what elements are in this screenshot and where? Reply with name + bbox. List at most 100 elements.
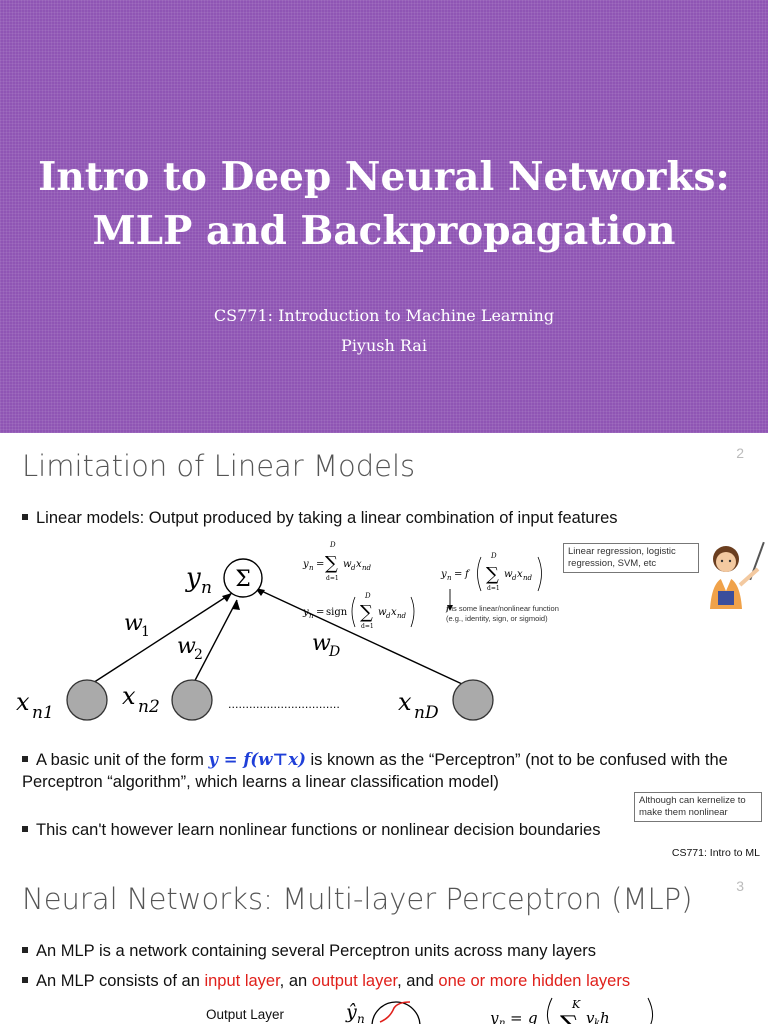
bullet-square bbox=[22, 755, 28, 762]
eq2-w: w bbox=[378, 607, 387, 618]
page-number: 3 bbox=[736, 878, 744, 894]
bullet-2: A basic unit of the form y = f(w⊤x) is k… bbox=[22, 749, 752, 793]
slide-footer: CS771: Intro to ML bbox=[671, 847, 760, 859]
eq3-x: x bbox=[517, 569, 523, 580]
input-xD: x bbox=[398, 688, 412, 716]
eq3-w-sub: d bbox=[512, 574, 517, 582]
title-line-1: Intro to Deep Neural Networks: bbox=[38, 154, 730, 200]
eq-paren-right bbox=[647, 997, 654, 1024]
f-note-symbol: f bbox=[446, 604, 450, 613]
perceptron-formula: y = f(w⊤x) bbox=[208, 750, 306, 769]
eq-sum: ∑ bbox=[560, 1011, 579, 1024]
eq2-paren-right bbox=[410, 596, 415, 628]
ellipsis-dots: ................................ bbox=[228, 698, 340, 711]
bullet-2: An MLP consists of an input layer, an ou… bbox=[22, 970, 752, 992]
eq1-equals: = bbox=[316, 559, 324, 570]
bullet-1: An MLP is a network containing several P… bbox=[22, 940, 752, 962]
sigmoid-curve-icon bbox=[379, 1001, 411, 1023]
title-slide: Intro to Deep Neural Networks: MLP and B… bbox=[0, 0, 768, 433]
eq-v-sub: k bbox=[594, 1018, 600, 1024]
mlp-diagram-partial: ŷ n y n = g K ∑ v k h bbox=[345, 997, 654, 1024]
eq1-upper: D bbox=[329, 541, 336, 549]
arrow-head bbox=[222, 593, 232, 602]
bullet-text: This can't however learn nonlinear funct… bbox=[36, 821, 601, 839]
eq2-y: y bbox=[302, 607, 309, 618]
slide-title: Limitation of Linear Models bbox=[22, 449, 416, 483]
sum-symbol: Σ bbox=[235, 567, 251, 592]
teacher-illustration-icon bbox=[710, 541, 765, 609]
f-note: f is some linear/nonlinear function (e.g… bbox=[446, 604, 559, 624]
bullet-text-c: , and bbox=[397, 972, 439, 990]
slide-title: Neural Networks: Multi-layer Perceptron … bbox=[22, 882, 693, 916]
equations: y n = D ∑ d=1 w d x nd y n = sign D ∑ d=… bbox=[302, 541, 542, 630]
bullet-text-a: An MLP consists of an bbox=[36, 972, 205, 990]
bullet-square bbox=[22, 976, 28, 983]
eq1-lower: d=1 bbox=[326, 575, 339, 582]
weight-wD: w bbox=[312, 631, 331, 656]
weight-w1-sub: 1 bbox=[141, 624, 150, 640]
eq3-paren-right bbox=[537, 556, 542, 592]
eq3-lower: d=1 bbox=[487, 585, 500, 592]
edge-w2 bbox=[189, 599, 238, 691]
sum-node bbox=[223, 558, 263, 598]
eq-K: K bbox=[571, 998, 581, 1011]
f-arrow-head bbox=[447, 605, 453, 611]
input-node-1 bbox=[66, 679, 108, 721]
eq1-x: x bbox=[356, 559, 362, 570]
eq1-y: y bbox=[302, 559, 309, 570]
arrow-head bbox=[232, 600, 240, 610]
eq-y: y bbox=[489, 1009, 499, 1024]
eq2-sign: sign bbox=[326, 607, 348, 618]
eq1-sum: ∑ bbox=[325, 553, 338, 574]
eq3-f: f bbox=[464, 569, 471, 580]
edge-w1 bbox=[81, 592, 233, 691]
input-xD-sub: nD bbox=[414, 703, 439, 723]
slide-2: Limitation of Linear Models 2 Linear mod… bbox=[0, 433, 768, 866]
bullet-square bbox=[22, 513, 28, 520]
slide-3: Neural Networks: Multi-layer Perceptron … bbox=[0, 866, 768, 1024]
input-layer-term: input layer bbox=[204, 972, 280, 990]
eq1-w-sub: d bbox=[351, 564, 356, 572]
output-label: y bbox=[185, 563, 201, 593]
eq1-x-sub: nd bbox=[362, 564, 372, 572]
main-title: Intro to Deep Neural Networks: MLP and B… bbox=[0, 150, 768, 258]
eq3-w: w bbox=[504, 569, 513, 580]
eq-y-sub: n bbox=[499, 1018, 505, 1024]
eq2-sum: ∑ bbox=[360, 602, 373, 623]
input-node-2 bbox=[171, 679, 213, 721]
input-x1: x bbox=[16, 688, 30, 716]
perceptron-diagram: Σ y n w 1 w 2 w D x n1 x n2 x nD .......… bbox=[16, 558, 494, 723]
eq-equals: = bbox=[510, 1009, 523, 1024]
eq2-w-sub: d bbox=[386, 612, 391, 620]
weight-wD-sub: D bbox=[328, 644, 340, 660]
yhat-label: ŷ bbox=[345, 1001, 357, 1023]
eq-paren-left bbox=[546, 997, 553, 1024]
eq3-upper: D bbox=[490, 552, 497, 560]
eq3-y: y bbox=[440, 569, 447, 580]
eq2-equals: = bbox=[316, 607, 324, 618]
eq3-sum: ∑ bbox=[486, 564, 499, 585]
eq-h: h bbox=[600, 1009, 610, 1024]
bullet-text: An MLP is a network containing several P… bbox=[36, 942, 597, 960]
eq-g: g bbox=[528, 1009, 538, 1024]
eq2-x-sub: nd bbox=[397, 612, 407, 620]
bullet-text-b: , an bbox=[279, 972, 312, 990]
input-x2-sub: n2 bbox=[138, 697, 160, 717]
bullet-1: Linear models: Output produced by taking… bbox=[22, 507, 752, 529]
bullet-square bbox=[22, 825, 28, 832]
input-node-D bbox=[452, 679, 494, 721]
bullet-3: This can't however learn nonlinear funct… bbox=[22, 819, 752, 841]
f-note-text: is some linear/nonlinear function bbox=[451, 604, 559, 613]
eq2-y-sub: n bbox=[309, 612, 314, 620]
output-layer-label: Output Layer bbox=[206, 1007, 285, 1022]
output-layer-term: output layer bbox=[311, 972, 398, 990]
bullet-square bbox=[22, 946, 28, 953]
weight-w2: w bbox=[177, 634, 196, 659]
eq3-equals: = bbox=[454, 569, 462, 580]
f-note-examples: (e.g., identity, sign, or sigmoid) bbox=[446, 614, 548, 623]
yhat-sub: n bbox=[357, 1012, 365, 1024]
bullet-text-pre: A basic unit of the form bbox=[36, 751, 209, 769]
eq-v: v bbox=[586, 1009, 595, 1024]
page-number: 2 bbox=[736, 445, 744, 461]
eq1-y-sub: n bbox=[309, 564, 314, 572]
